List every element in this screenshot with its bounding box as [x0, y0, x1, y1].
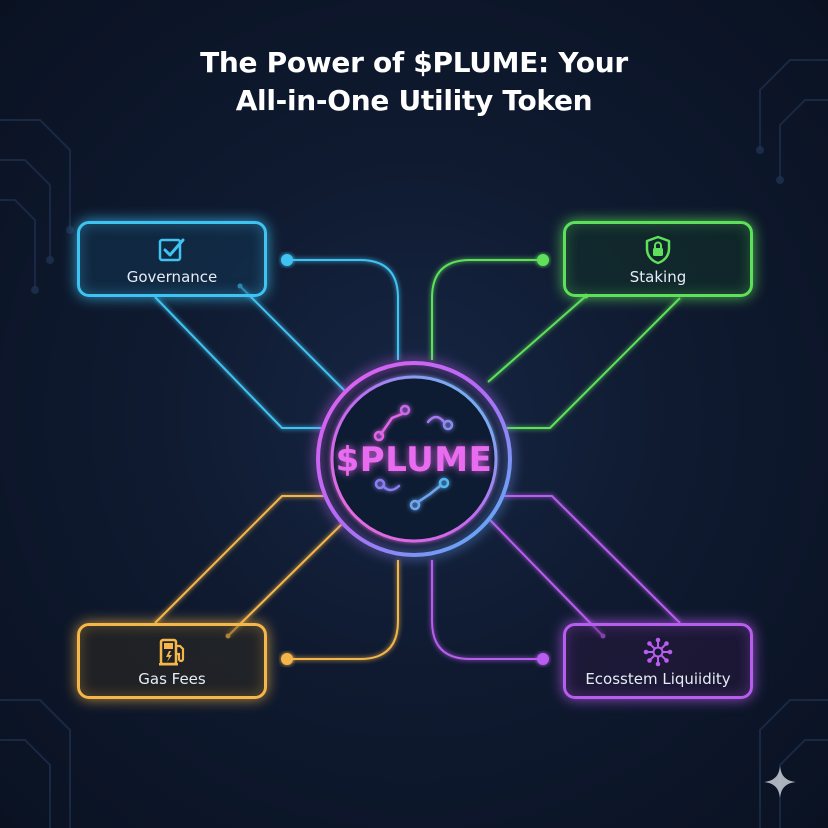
staking-port-dot	[537, 254, 549, 266]
gas-fees-node: Gas Fees	[77, 623, 267, 699]
hub-token	[316, 361, 512, 557]
gas-fees-label: Gas Fees	[138, 670, 206, 688]
staking-connector	[431, 259, 681, 429]
fuel-pump-icon	[159, 638, 185, 666]
governance-port-dot	[281, 254, 293, 266]
gas-fees-port-dot	[281, 653, 293, 665]
ecosystem-inner-dot	[600, 633, 606, 639]
hub-outer-ring	[316, 361, 512, 557]
hub-inner-ring	[330, 375, 498, 543]
staking-label: Staking	[629, 268, 687, 286]
sparkle-icon	[764, 766, 796, 798]
governance-inner-dot	[237, 283, 243, 289]
governance-label: Governance	[126, 268, 218, 286]
title-line-2: All-in-One Utility Token	[235, 84, 593, 117]
checkbox-icon	[158, 238, 185, 262]
gas-fees-connector	[154, 495, 399, 660]
governance-node: Governance	[77, 221, 267, 297]
diagram-title: The Power of $PLUME: Your All-in-One Uti…	[0, 44, 828, 120]
shield-lock-icon	[645, 235, 671, 265]
hub-circuit-icon	[373, 404, 454, 511]
gas-fees-inner-dot	[225, 633, 231, 639]
network-icon	[643, 637, 673, 667]
governance-connector	[154, 259, 399, 429]
title-line-1: The Power of $PLUME: Your	[200, 46, 628, 79]
ecosystem-liquidity-node: Ecosstem Liquiidity	[563, 623, 753, 699]
ecosystem-liquidity-label: Ecosstem Liquiidity	[585, 670, 731, 688]
staking-node: Staking	[563, 221, 753, 297]
hub-label: $PLUME	[335, 440, 493, 480]
ecosystem-connector	[431, 495, 681, 660]
ecosystem-port-dot	[537, 653, 549, 665]
